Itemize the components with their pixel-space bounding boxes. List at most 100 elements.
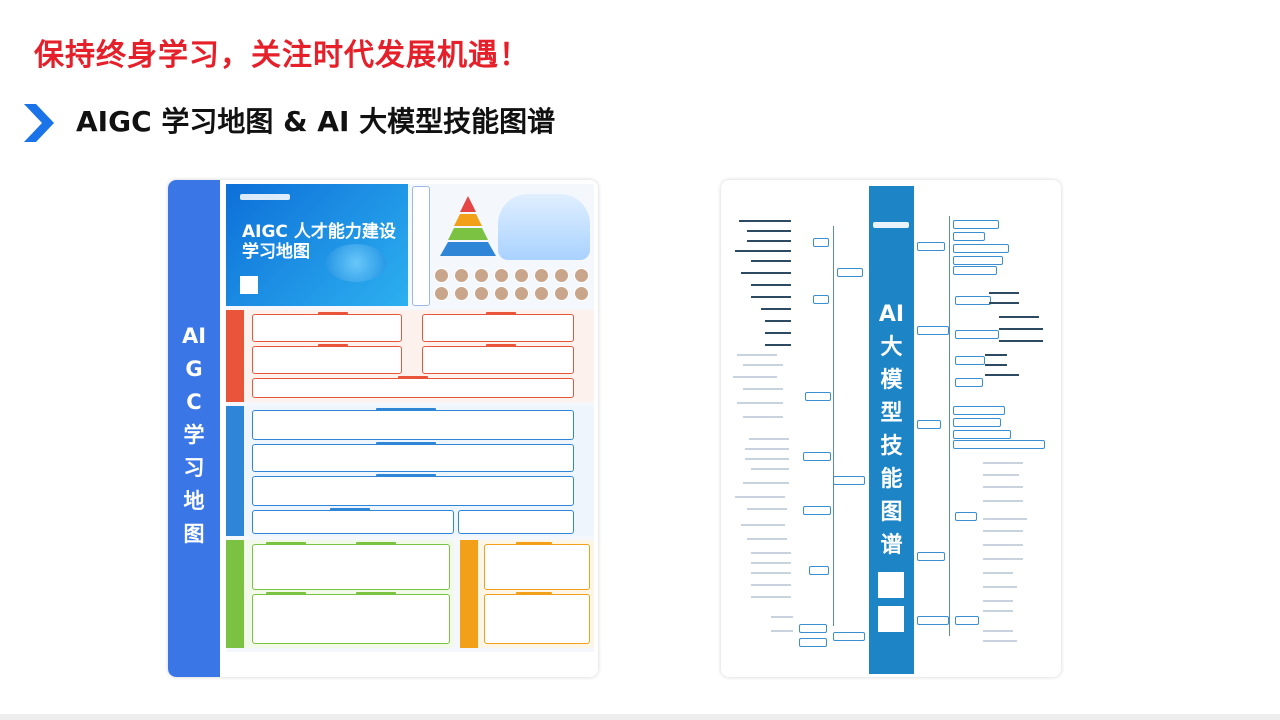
mindmap-leaf — [983, 572, 1013, 574]
mindmap-node — [833, 632, 865, 641]
mindmap-leaf — [983, 558, 1023, 560]
section-dev-label — [226, 540, 244, 648]
mindmap-leaf — [983, 500, 1023, 502]
poster-banner-title: AIGC 人才能力建设 学习地图 — [242, 222, 396, 262]
mindmap-node — [955, 330, 999, 339]
avatar — [554, 268, 569, 283]
section-application-label — [226, 406, 244, 536]
brand-logo — [240, 194, 290, 200]
chevron-right-icon — [24, 104, 54, 142]
mindmap-leaf — [735, 250, 791, 252]
mindmap-connector — [833, 226, 834, 626]
mindmap-leaf — [749, 438, 789, 440]
vertical-title-char: AI — [181, 324, 207, 348]
box-title-bar — [318, 312, 348, 315]
mindmap-leaf — [751, 284, 791, 286]
mindmap-node — [953, 220, 999, 229]
avatar — [514, 268, 529, 283]
poster-banner-title-line1: AIGC 人才能力建设 — [242, 222, 396, 242]
box-title-bar — [330, 508, 370, 511]
slogan: 保持终身学习，关注时代发展机遇！ — [34, 38, 530, 73]
mindmap-leaf — [983, 630, 1013, 632]
vertical-title-char: 地 — [183, 489, 205, 513]
avatar — [514, 286, 529, 301]
poster-banner-title-line2: 学习地图 — [242, 242, 310, 262]
mindmap-leaf — [765, 320, 791, 322]
box-title-bar — [318, 344, 348, 347]
mindmap-leaf — [745, 448, 789, 450]
cloud-layers-graphic — [498, 194, 590, 260]
mindmap-leaf — [751, 562, 791, 564]
mindmap-leaf — [747, 538, 787, 540]
mindmap-node — [837, 268, 863, 277]
box-title-bar — [356, 542, 396, 545]
mindmap-node — [809, 566, 829, 575]
mindmap-leaf — [737, 354, 777, 356]
mindmap-leaf — [983, 518, 1027, 520]
expert-avatars — [432, 268, 592, 302]
vertical-title-char: C — [186, 390, 202, 414]
avatar — [434, 268, 449, 283]
mindmap-node — [917, 616, 949, 625]
mindmap-leaf — [989, 302, 1019, 304]
vertical-title-char: 型 — [880, 401, 903, 426]
vertical-title-char: G — [185, 357, 203, 381]
mindmap-leaf — [751, 260, 791, 262]
mindmap-leaf — [765, 344, 791, 346]
poster-content: AIGC 人才能力建设 学习地图 — [226, 184, 594, 673]
mindmap-node — [917, 326, 949, 335]
vertical-title-char: 习 — [183, 456, 205, 480]
box-title-bar — [356, 592, 396, 595]
vertical-title-char: 图 — [880, 500, 903, 525]
vertical-title-char: 技 — [880, 434, 903, 459]
mindmap-leaf — [999, 328, 1043, 330]
mindmap-leaf — [739, 220, 791, 222]
mindmap-leaf — [751, 468, 789, 470]
mindmap-node — [953, 256, 1003, 265]
mindmap-leaf — [743, 416, 783, 418]
mindmap-leaf — [999, 340, 1043, 342]
avatar — [434, 286, 449, 301]
mindmap-node — [953, 406, 1005, 415]
avatar — [494, 286, 509, 301]
content-box — [458, 510, 574, 534]
mindmap-node — [803, 506, 831, 515]
vertical-title-char: 学 — [183, 423, 205, 447]
mindmap-leaf — [983, 544, 1023, 546]
section-business-scenarios — [226, 310, 594, 402]
qr-code-image — [878, 606, 904, 632]
mindmap-node — [803, 452, 831, 461]
mindmap-node — [955, 512, 977, 521]
content-box — [252, 476, 574, 506]
box-title-bar — [266, 592, 306, 595]
brand-logo — [873, 222, 909, 228]
content-box — [422, 314, 574, 342]
poster-side-label — [412, 186, 430, 306]
mindmap-node — [955, 296, 991, 305]
poster-footer — [226, 652, 594, 673]
content-box — [252, 378, 574, 398]
box-title-bar — [486, 312, 516, 315]
mindmap-node — [917, 420, 941, 429]
qr-code-image — [240, 276, 258, 294]
box-title-bar — [376, 474, 436, 477]
mindmap-leaf — [751, 552, 791, 554]
mindmap-leaf — [983, 474, 1019, 476]
section-model-development — [226, 540, 454, 648]
mindmap-node — [953, 266, 997, 275]
content-box — [252, 444, 574, 472]
mindmap-node — [953, 232, 985, 241]
mindmap-leaf — [989, 292, 1019, 294]
avatar — [474, 268, 489, 283]
content-box — [252, 314, 402, 342]
content-box — [484, 594, 590, 644]
mindmap-leaf — [743, 482, 789, 484]
avatar — [494, 268, 509, 283]
content-box — [252, 410, 574, 440]
mindmap-node — [953, 430, 1011, 439]
mindmap-leaf — [743, 388, 783, 390]
mindmap-leaf — [751, 584, 791, 586]
